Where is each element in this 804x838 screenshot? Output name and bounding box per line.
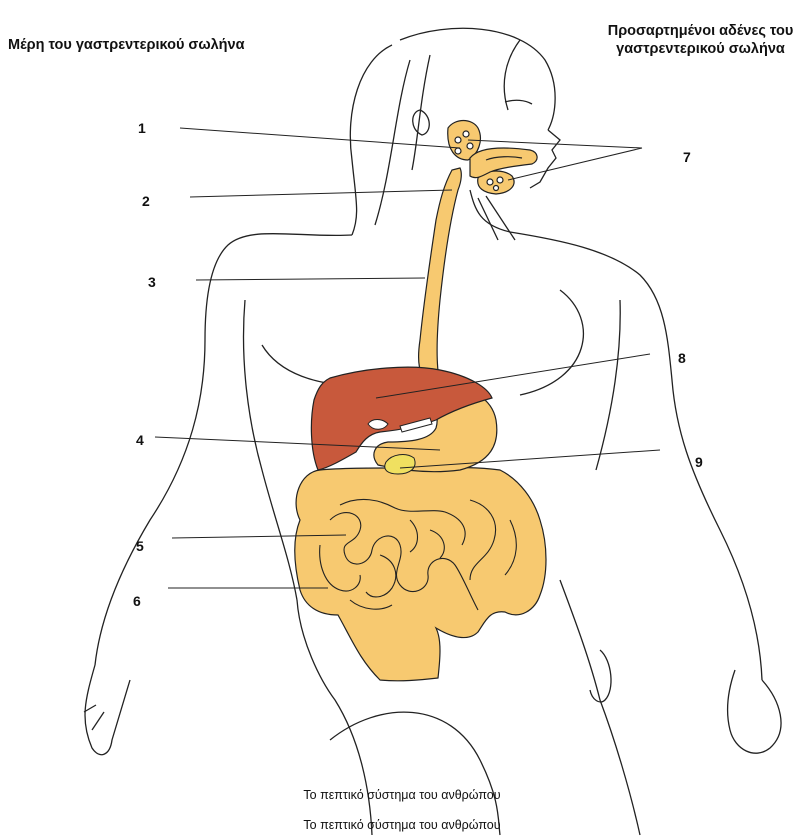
label-9: 9 <box>695 454 703 470</box>
label-3: 3 <box>148 274 156 290</box>
left-heading: Μέρη του γαστρεντερικού σωλήνα <box>8 38 245 53</box>
label-8: 8 <box>678 350 686 366</box>
figure-caption-repeat: Το πεπτικό σύστημα του ανθρώπου <box>0 818 804 832</box>
label-5: 5 <box>136 538 144 554</box>
label-6: 6 <box>133 593 141 609</box>
label-2: 2 <box>142 193 150 209</box>
body-outline <box>84 28 781 835</box>
esophagus <box>419 168 462 384</box>
large-intestine <box>295 468 546 681</box>
label-4: 4 <box>136 432 144 448</box>
label-7: 7 <box>683 149 691 165</box>
right-heading: Προσαρτημένοι αδένες του γαστρεντερικού … <box>593 22 804 58</box>
figure-caption: Το πεπτικό σύστημα του ανθρώπου <box>0 788 804 802</box>
label-1: 1 <box>138 120 146 136</box>
